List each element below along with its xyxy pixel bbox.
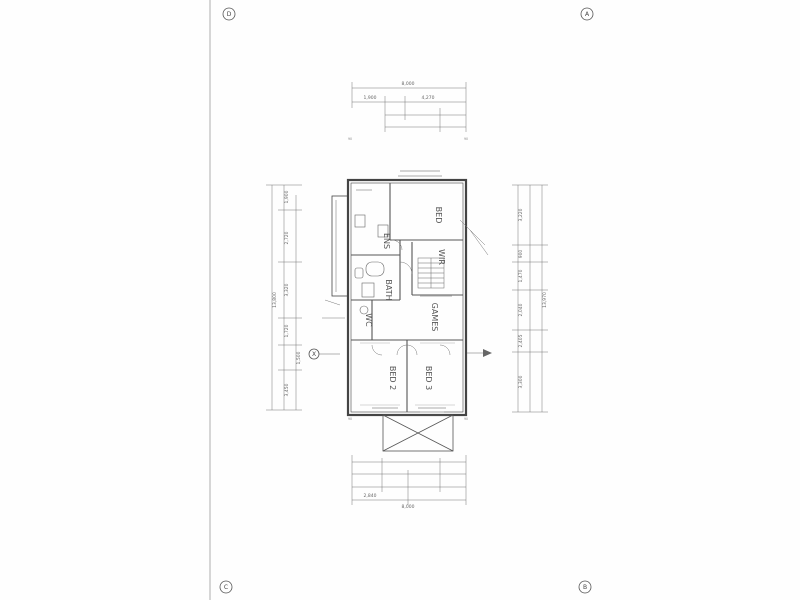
dim-wall-bl: 90 <box>348 417 352 421</box>
grid-tag-c-label: C <box>224 584 228 591</box>
dim-wall-br: 90 <box>464 417 468 421</box>
dim-top-left: 1,900 <box>364 95 377 101</box>
room-label-ens: ENS <box>382 233 391 249</box>
bottom-dimension-strings <box>351 455 467 505</box>
grid-tag-d-label: D <box>227 11 232 18</box>
dim-right-1: 3,220 <box>518 208 524 221</box>
dim-left-4: 1,720 <box>284 324 290 337</box>
stairs <box>417 257 445 289</box>
dim-left-3: 3,320 <box>284 283 290 296</box>
room-label-wc: WC <box>364 313 373 327</box>
doors <box>371 239 451 356</box>
section-marker-x: X <box>308 348 340 360</box>
section-marker-right <box>465 349 492 357</box>
dim-left-5: 1,500 <box>296 351 302 364</box>
room-label-bed3: BED 3 <box>424 366 433 390</box>
dim-right-5: 2,405 <box>518 334 524 347</box>
dim-left-1: 1,900 <box>284 190 290 203</box>
dim-left-overall: 13,800 <box>272 292 278 308</box>
dim-top-right: 4,270 <box>422 95 435 101</box>
top-dimension-strings <box>351 82 467 132</box>
fixtures <box>354 214 389 315</box>
room-label-bed2: BED 2 <box>388 366 397 390</box>
grid-tag-c: C <box>219 580 233 594</box>
grid-tag-b-label: B <box>583 584 587 591</box>
room-label-wir: WIR <box>437 249 446 265</box>
dim-right-3: 1,470 <box>518 269 524 282</box>
dim-right-4: 2,040 <box>518 303 524 316</box>
robe-hatching <box>360 342 455 406</box>
outer-walls <box>331 178 468 417</box>
grid-tag-d: D <box>222 7 236 21</box>
section-marker-x-label: X <box>312 351 316 358</box>
grid-tag-a-label: A <box>585 11 590 18</box>
right-dimension-strings <box>512 184 548 413</box>
grid-tag-a: A <box>580 7 594 21</box>
dim-right-6: 3,300 <box>518 375 524 388</box>
annotation-text-marks <box>356 170 452 413</box>
dim-wall-tl: 90 <box>348 137 352 141</box>
room-label-bath: BATH <box>384 279 393 300</box>
dim-bottom-overall: 8,000 <box>402 504 415 510</box>
dim-bottom-sub: 2,840 <box>364 493 377 499</box>
grid-tag-b: B <box>578 580 592 594</box>
room-label-bed: BED <box>434 207 443 224</box>
dim-right-overall: 13,970 <box>542 292 548 308</box>
room-label-games: GAMES <box>430 303 439 332</box>
dim-wall-tr: 90 <box>464 137 468 141</box>
lower-roof <box>382 414 454 452</box>
interior-walls <box>351 183 463 412</box>
left-dimension-strings <box>266 184 302 411</box>
dim-left-6: 3,450 <box>284 383 290 396</box>
dim-top-overall: 8,000 <box>402 81 415 87</box>
annotation-leaders <box>322 219 489 319</box>
dim-right-2: 900 <box>518 250 524 259</box>
dim-left-2: 2,720 <box>284 231 290 244</box>
